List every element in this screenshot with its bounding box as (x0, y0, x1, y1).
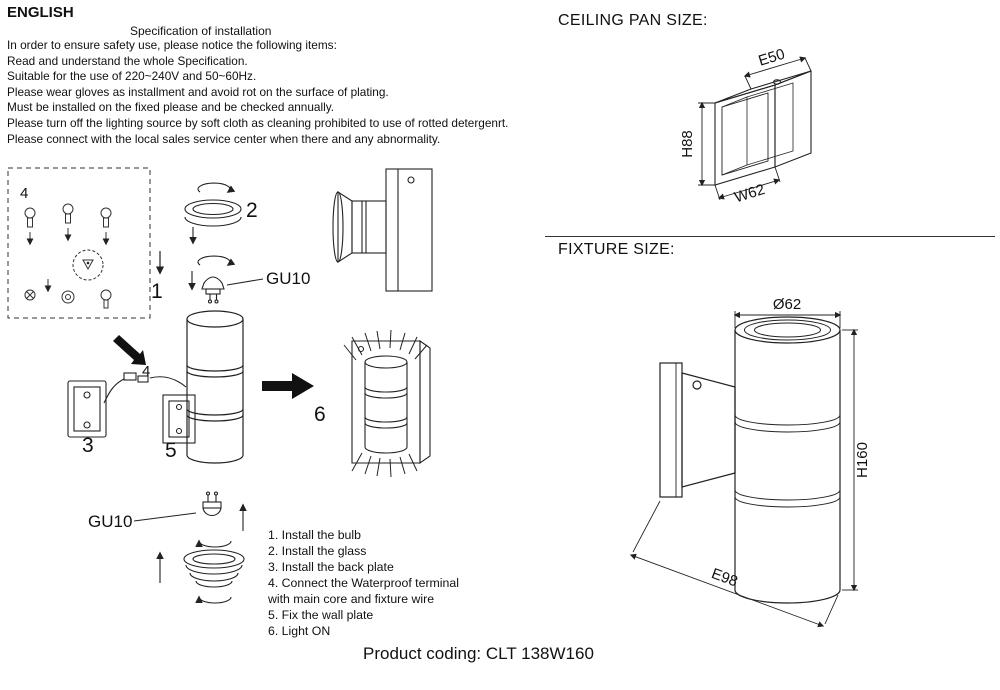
ceiling-pan-title: CEILING PAN SIZE: (558, 12, 708, 29)
leader-line (226, 278, 264, 286)
right-arrow-icon (262, 373, 314, 399)
fixture-wire (149, 376, 187, 388)
fixture-size-drawing: Ø62 H160 E98 (629, 296, 871, 628)
pan-box (714, 70, 812, 186)
leader-line (133, 512, 197, 522)
pan-dim-e50 (743, 56, 812, 90)
bottom-glass-drawing (156, 549, 245, 604)
step-line: 5. Fix the wall plate (268, 608, 374, 622)
wiring-drawing (67, 372, 196, 444)
fixture-dim-diameter-label: Ø62 (773, 296, 801, 313)
rotate-arrow-icon (195, 539, 232, 548)
step2-label: 2 (246, 199, 258, 222)
wall-plate-mounted (351, 340, 421, 464)
glass-ring-drawing (184, 182, 242, 245)
safety-note: In order to ensure safety use, please no… (7, 38, 337, 52)
safety-note: Please turn off the lighting source by s… (7, 115, 509, 130)
pan-dim-height-label: H88 (679, 130, 696, 158)
mounted-fixture-drawing (343, 329, 431, 478)
step-line: 6. Light ON (268, 624, 331, 638)
section-divider (545, 236, 995, 237)
bulb-icon (201, 276, 225, 290)
fixture-outline (659, 316, 841, 604)
step-line: 4. Connect the Waterproof terminal (268, 576, 459, 590)
pan-dim-width-label: W62 (732, 181, 766, 206)
screw-hole-icon (692, 380, 702, 390)
wall-bracket-plate (659, 362, 683, 498)
waterproof-terminal-icon (123, 372, 137, 381)
step-line: 2. Install the glass (268, 544, 367, 558)
gu10-bulb-top-drawing (188, 255, 264, 304)
spec-title: Specification of installation (130, 24, 272, 38)
step1-label: 1 (151, 280, 163, 303)
fixture-dim-h160 (842, 328, 858, 592)
gu10-bottom-label: GU10 (88, 512, 132, 531)
safety-notes: In order to ensure safety use, please no… (7, 38, 508, 147)
ceiling-pan-drawing: E50 H88 W62 (679, 46, 812, 206)
screw-hole-icon (407, 176, 415, 184)
rotate-arrow-icon (197, 182, 236, 193)
fixture-dim-d62 (733, 311, 842, 328)
rotate-arrow-icon (195, 595, 232, 604)
light-rays-bottom-icon (351, 452, 418, 478)
gu10-top-label: GU10 (266, 269, 310, 288)
pan-dim-h88 (698, 101, 715, 187)
safety-note: Read and understand the whole Specificat… (7, 53, 248, 68)
screw-hole-icon (772, 79, 782, 85)
main-core-wire (103, 378, 125, 404)
hardware-pack-label: 4 (20, 185, 28, 202)
safety-note: Please connect with the local sales serv… (7, 131, 441, 146)
language-label: ENGLISH (7, 4, 74, 21)
gu10-bulb-bottom-drawing (133, 491, 247, 548)
step-line: with main core and fixture wire (268, 592, 435, 606)
safety-note: Must be installed on the fixed please an… (7, 100, 335, 115)
product-coding: Product coding: CLT 138W160 (363, 644, 594, 663)
light-rays-top-icon (343, 329, 428, 361)
step-list: 1. Install the bulb 2. Install the glass… (268, 527, 459, 639)
step6-label: 6 (314, 403, 326, 426)
step5-label: 5 (165, 439, 177, 462)
fixture-dim-height-label: H160 (854, 442, 871, 478)
bulb-icon (202, 501, 222, 509)
fixture-size-title: FIXTURE SIZE: (558, 241, 675, 258)
step4-label: 4 (142, 363, 150, 380)
back-plate-icon (67, 380, 107, 438)
pan-dim-depth-label: E50 (756, 46, 787, 70)
terminal-detail-icon (72, 249, 104, 281)
safety-note: Please wear gloves as installment and av… (7, 84, 389, 99)
hardware-parts-box (7, 167, 151, 319)
installation-diagram: 4 1 2 GU10 (7, 167, 433, 604)
southeast-arrow-icon (113, 335, 146, 365)
assembled-side-view-drawing (332, 168, 433, 292)
rotate-arrow-icon (197, 255, 236, 266)
wall-bracket-arm (681, 372, 736, 488)
safety-note: Suitable for the use of 220~240V and 50~… (7, 69, 257, 84)
pan-dim-w62 (714, 166, 781, 201)
step3-label: 3 (82, 434, 94, 457)
fixture-dim-e98 (629, 500, 839, 628)
wall-plate-icon (162, 394, 196, 444)
step-line: 3. Install the back plate (268, 560, 394, 574)
step-line: 1. Install the bulb (268, 528, 361, 542)
